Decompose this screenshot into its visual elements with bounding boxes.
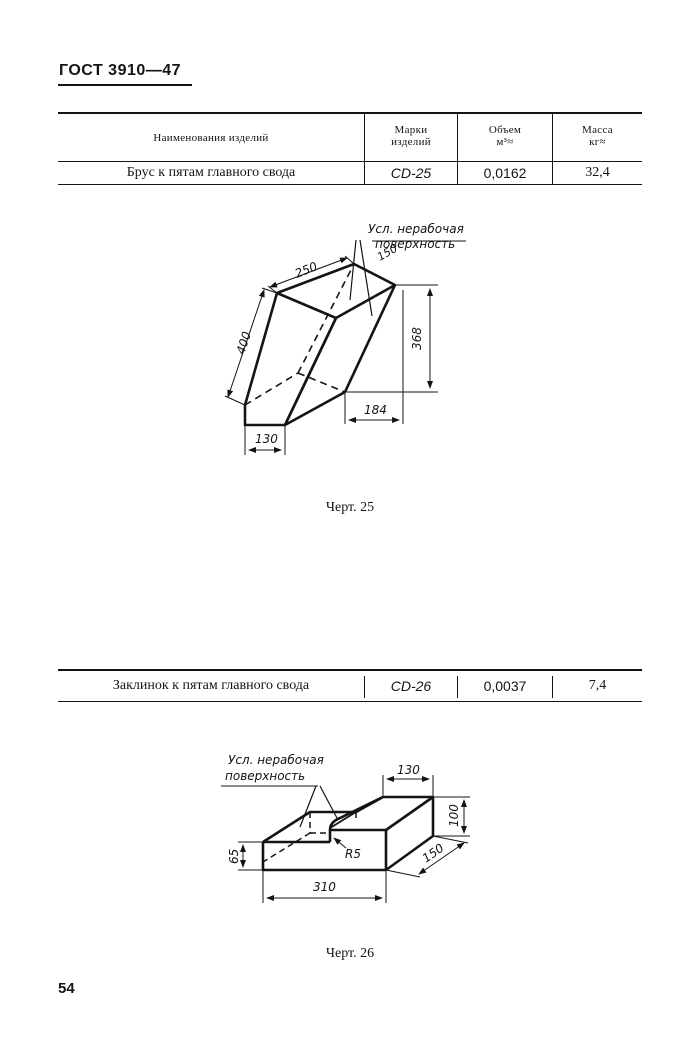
cell-volume: 0,0037 [483, 678, 527, 694]
note-label-line2: поверхность [375, 237, 455, 251]
dim-184: 184 [364, 403, 387, 417]
note-label-line1: Усл. нерабочая [368, 222, 464, 236]
dim-368: 368 [410, 327, 424, 350]
cell-mass: 32,4 [585, 165, 610, 180]
header-volume: Объем м³≈ [488, 124, 522, 148]
column-divider [552, 676, 553, 698]
header-product-name: Наименования изделий [153, 132, 269, 144]
dim-130: 130 [397, 763, 420, 777]
header-mass: Масса кг≈ [582, 124, 613, 148]
cell-product-name: Заклинок к пятам главного свода [112, 678, 310, 693]
dim-r5: R5 [345, 847, 361, 861]
note-label-line1: Усл. нерабочая [228, 753, 324, 767]
cell-product-name: Брус к пятам главного свода [126, 165, 296, 180]
cell-mass: 7,4 [588, 678, 607, 693]
dim-100: 100 [447, 804, 461, 827]
dim-65: 65 [227, 849, 241, 864]
column-divider [364, 676, 365, 698]
header-underline [58, 84, 192, 86]
drawing-figure-26: Усл. нерабочая поверхность 130 100 150 6… [221, 753, 470, 903]
document-header: ГОСТ 3910—47 [59, 62, 182, 79]
page-number: 54 [58, 980, 75, 997]
table-top-rule [58, 112, 642, 114]
cell-volume: 0,0162 [483, 165, 527, 181]
dim-310: 310 [313, 880, 336, 894]
figure-caption-26: Черт. 26 [325, 946, 375, 961]
column-divider [364, 114, 365, 184]
table-header-rule [58, 161, 642, 162]
column-divider [552, 114, 553, 184]
dim-130: 130 [255, 432, 278, 446]
drawing-figure-25: Усл. нерабочая поверхность 250 150 400 3… [224, 222, 466, 455]
column-divider [457, 114, 458, 184]
note-label-line2: поверхность [225, 769, 305, 783]
table-bottom-rule [58, 184, 642, 185]
dim-400: 400 [234, 329, 255, 355]
table-top-rule [58, 669, 642, 671]
table-bottom-rule [58, 701, 642, 702]
dim-150: 150 [420, 841, 447, 866]
header-mark: Марки изделий [391, 124, 431, 148]
column-divider [457, 676, 458, 698]
cell-mark: CD-26 [390, 678, 432, 694]
cell-mark: CD-25 [390, 165, 432, 181]
figure-caption-25: Черт. 25 [325, 500, 375, 515]
